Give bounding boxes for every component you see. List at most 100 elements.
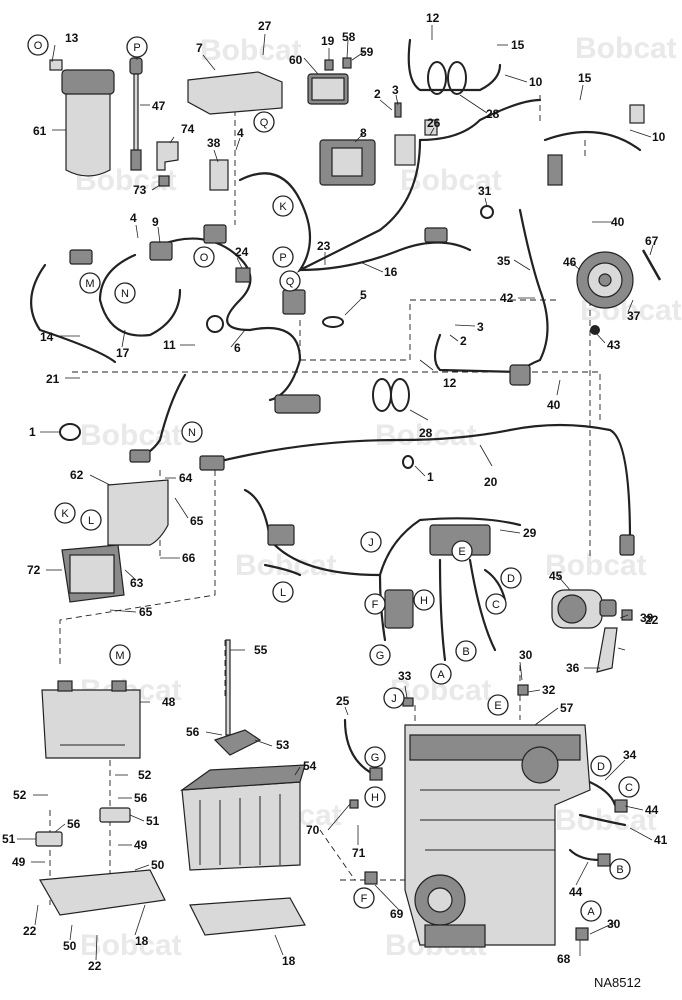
relay-module — [307, 73, 349, 105]
svg-text:G: G — [376, 650, 385, 662]
callout-label: 74 — [181, 122, 195, 136]
callout-label: 35 — [497, 254, 511, 268]
callout-label: 58 — [342, 30, 356, 44]
callout-label: 18 — [282, 954, 296, 968]
svg-text:G: G — [371, 752, 380, 764]
callout-label: 23 — [317, 239, 331, 253]
callout-label: 44 — [569, 885, 583, 899]
connector-badge-q: Q — [279, 270, 301, 292]
callout-label: 48 — [162, 695, 176, 709]
callout-label: 2 — [460, 334, 467, 348]
connector-badge-k: K — [54, 502, 76, 524]
callout-label: 19 — [321, 34, 335, 48]
svg-text:A: A — [587, 906, 595, 918]
connector-badge-p: P — [272, 246, 294, 268]
connector-badge-a: A — [430, 663, 452, 685]
callout-label: 54 — [303, 759, 317, 773]
callout-label: 37 — [627, 309, 641, 323]
callout-label: 8 — [360, 126, 367, 140]
callout-label: 36 — [566, 661, 580, 675]
watermark-text: Bobcat — [375, 419, 477, 452]
callout-label: 42 — [500, 291, 514, 305]
connector-badge-b: B — [455, 640, 477, 662]
connector-badge-o: O — [27, 34, 49, 56]
callout-label: 50 — [63, 939, 77, 953]
callout-label: 12 — [443, 376, 457, 390]
callout-label: 71 — [352, 846, 366, 860]
callout-label: 51 — [146, 814, 160, 828]
connector-badge-e: E — [487, 694, 509, 716]
harness-12b — [433, 333, 522, 374]
svg-text:D: D — [597, 761, 605, 773]
diagram-reference-code: NA8512 — [594, 975, 641, 990]
callout-label: 6 — [234, 341, 241, 355]
callout-label: 50 — [151, 858, 165, 872]
harness-16 — [298, 241, 472, 272]
connector-badge-a: A — [580, 900, 602, 922]
bracket — [156, 141, 179, 171]
connector-badge-d: D — [590, 755, 612, 777]
callout-label: 56 — [134, 791, 148, 805]
svg-text:M: M — [115, 650, 124, 662]
connector-badge-n: N — [181, 421, 203, 443]
svg-text:N: N — [188, 427, 196, 439]
callout-label: 12 — [426, 11, 440, 25]
callout-label: 39 — [640, 611, 654, 625]
svg-text:J: J — [368, 537, 374, 549]
harness-17 — [98, 253, 182, 337]
svg-text:F: F — [361, 893, 368, 905]
rings — [59, 61, 494, 469]
connector-badge-d: D — [500, 567, 522, 589]
harness-14 — [30, 263, 117, 364]
watermark-layer: Bobcat Bobcat Bobcat Bobcat Bobcat Bobca… — [75, 32, 682, 962]
callout-label: 40 — [611, 215, 625, 229]
part-number-callouts: 13 61 47 7 27 19 58 59 60 12 15 10 28 15… — [2, 11, 668, 973]
callout-label: 21 — [46, 372, 60, 386]
callout-label: 28 — [419, 426, 433, 440]
battery-tray — [39, 869, 166, 916]
callout-label: 16 — [384, 265, 398, 279]
callout-label: 4 — [237, 126, 244, 140]
callout-label: 2 — [374, 87, 381, 101]
harness-35 — [518, 208, 549, 382]
connector-badge-o: O — [193, 246, 215, 268]
connector-badge-j: J — [360, 531, 382, 553]
harness-branch-b — [468, 558, 497, 652]
callout-label: 9 — [152, 215, 159, 229]
svg-text:C: C — [625, 782, 633, 794]
battery-2 — [179, 764, 306, 871]
callout-label: 34 — [623, 748, 637, 762]
callout-label: 28 — [486, 107, 500, 121]
callout-label: 29 — [523, 526, 537, 540]
callout-label: 7 — [196, 41, 203, 55]
callout-label: 44 — [645, 803, 659, 817]
hold-down-rod — [225, 639, 231, 736]
callout-label: 67 — [645, 234, 659, 248]
callout-label: 30 — [519, 648, 533, 662]
callout-label: 32 — [542, 683, 556, 697]
fuse-box-cover — [187, 71, 283, 115]
callout-label: 53 — [276, 738, 290, 752]
connector-badge-f: F — [353, 887, 375, 909]
callout-label: 72 — [27, 563, 41, 577]
callout-label: 59 — [360, 45, 374, 59]
svg-text:H: H — [371, 792, 379, 804]
svg-text:D: D — [507, 573, 515, 585]
svg-text:H: H — [420, 595, 428, 607]
svg-text:Q: Q — [260, 117, 269, 129]
connector-badge-e: E — [451, 540, 473, 562]
svg-text:C: C — [492, 599, 500, 611]
callout-label: 41 — [654, 833, 668, 847]
callout-label: 43 — [607, 338, 621, 352]
connector-badge-g: G — [369, 644, 391, 666]
callout-label: 73 — [133, 183, 147, 197]
svg-text:L: L — [88, 515, 94, 527]
connector-badge-h: H — [364, 786, 386, 808]
callout-label: 51 — [2, 832, 16, 846]
connector-badge-l: L — [272, 581, 294, 603]
callout-label: 11 — [163, 338, 176, 352]
callout-label: 46 — [563, 255, 577, 269]
callout-label: 45 — [549, 569, 563, 583]
callout-label: 1 — [427, 470, 434, 484]
